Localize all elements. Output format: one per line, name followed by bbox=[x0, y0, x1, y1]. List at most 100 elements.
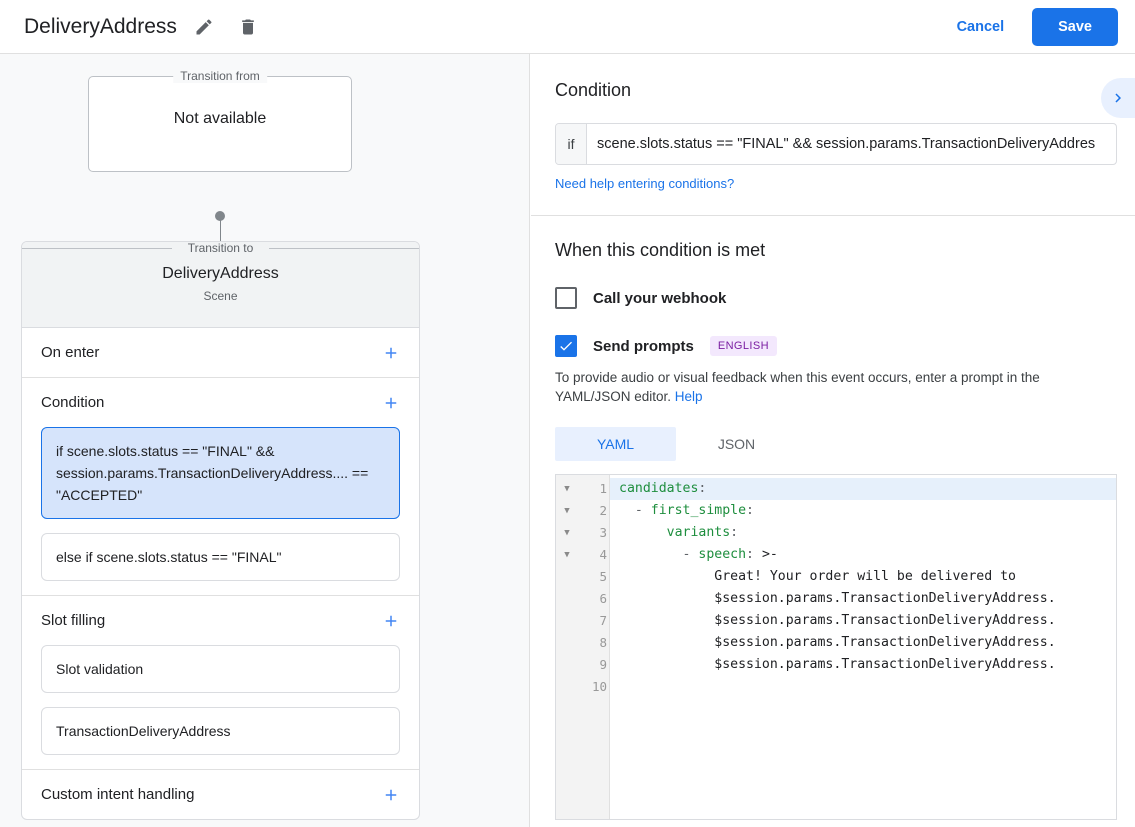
gutter-row: 6 bbox=[556, 588, 609, 610]
check-icon bbox=[560, 341, 572, 351]
trash-icon[interactable] bbox=[231, 10, 265, 44]
section-custom-intent-handling: Custom intent handling bbox=[22, 770, 419, 819]
pencil-icon[interactable] bbox=[187, 10, 221, 44]
transition-from-box: Transition from Not available bbox=[88, 69, 352, 172]
condition-heading: Condition bbox=[555, 80, 632, 100]
gutter-row: 5 bbox=[556, 566, 609, 588]
tab-yaml[interactable]: YAML bbox=[555, 427, 676, 461]
transition-to-legend: Transition to bbox=[180, 242, 261, 255]
gutter-row: ▼1 bbox=[556, 478, 609, 500]
line-number: 8 bbox=[599, 635, 607, 650]
code-line: $session.params.TransactionDeliveryAddre… bbox=[714, 613, 1056, 628]
call-webhook-label: Call your webhook bbox=[593, 289, 727, 307]
line-number: 5 bbox=[599, 569, 607, 584]
gutter-row-empty bbox=[556, 698, 609, 720]
add-on-enter-button[interactable] bbox=[377, 339, 405, 367]
section-title-custom-intent: Custom intent handling bbox=[41, 786, 195, 803]
transition-to-box: Transition to DeliveryAddress Scene bbox=[22, 242, 419, 328]
add-condition-button[interactable] bbox=[377, 389, 405, 417]
condition-item-selected[interactable]: if scene.slots.status == "FINAL" && sess… bbox=[41, 427, 400, 519]
line-number: 7 bbox=[599, 613, 607, 628]
gutter-row: 8 bbox=[556, 632, 609, 654]
line-number: 9 bbox=[599, 657, 607, 672]
section-on-enter: On enter bbox=[22, 328, 419, 378]
condition-help-link[interactable]: Need help entering conditions? bbox=[555, 176, 735, 191]
section-title-slot-filling: Slot filling bbox=[41, 612, 106, 629]
code-line: candidates: bbox=[610, 478, 1116, 500]
transition-to-type: Scene bbox=[203, 289, 238, 303]
pencil-icon-glyph bbox=[196, 18, 212, 34]
condition-if-label: if bbox=[556, 124, 587, 164]
line-number: 2 bbox=[599, 503, 607, 518]
gutter-row-empty bbox=[556, 764, 609, 786]
right-panel: Condition if Need help entering conditio… bbox=[531, 54, 1135, 827]
gutter-row-empty bbox=[556, 720, 609, 742]
cancel-button[interactable]: Cancel bbox=[945, 10, 1017, 44]
call-webhook-checkbox[interactable] bbox=[555, 287, 577, 309]
plus-icon bbox=[385, 397, 397, 408]
gutter-row-empty bbox=[556, 808, 609, 819]
fold-arrow-icon[interactable]: ▼ bbox=[564, 550, 570, 560]
legend-rule-right bbox=[269, 248, 419, 249]
section-header: Custom intent handling bbox=[22, 770, 419, 819]
when-condition-met-section: When this condition is met Call your web… bbox=[531, 216, 1135, 820]
app-header: DeliveryAddress Cancel Save bbox=[0, 0, 1135, 54]
transition-from-value: Not available bbox=[173, 110, 267, 127]
fold-arrow-icon[interactable]: ▼ bbox=[564, 528, 570, 538]
section-condition: Condition if scene.slots.status == "FINA… bbox=[22, 378, 419, 596]
add-custom-intent-button[interactable] bbox=[377, 781, 405, 809]
condition-item[interactable]: else if scene.slots.status == "FINAL" bbox=[41, 533, 400, 581]
gutter-row: ▼2 bbox=[556, 500, 609, 522]
webhook-row: Call your webhook bbox=[555, 287, 1135, 309]
section-header: Condition bbox=[22, 378, 419, 427]
condition-section: Condition if Need help entering conditio… bbox=[531, 54, 1135, 216]
scene-card: Transition to DeliveryAddress Scene On e… bbox=[21, 241, 420, 820]
left-panel: Transition from Not available Transition… bbox=[0, 54, 530, 827]
save-button[interactable]: Save bbox=[1032, 7, 1118, 46]
line-number: 3 bbox=[599, 525, 607, 540]
code-line: Great! Your order will be delivered to bbox=[714, 569, 1016, 584]
tab-json[interactable]: JSON bbox=[717, 436, 756, 452]
code-line: - speech: >- bbox=[619, 547, 778, 562]
send-prompts-checkbox[interactable] bbox=[555, 335, 577, 357]
gutter-row: 7 bbox=[556, 610, 609, 632]
section-header: Slot filling bbox=[22, 596, 419, 645]
code-line bbox=[610, 676, 1116, 698]
plus-icon bbox=[385, 615, 397, 626]
language-badge: ENGLISH bbox=[709, 336, 777, 356]
code-line: $session.params.TransactionDeliveryAddre… bbox=[714, 635, 1056, 650]
transition-to-name: DeliveryAddress bbox=[162, 265, 279, 282]
send-prompts-row: Send prompts ENGLISH bbox=[555, 335, 1135, 357]
slot-validation-item[interactable]: Slot validation bbox=[41, 645, 400, 693]
condition-field[interactable]: if bbox=[555, 123, 1117, 165]
section-header: On enter bbox=[22, 328, 419, 377]
gutter-row: ▼3 bbox=[556, 522, 609, 544]
section-slot-filling: Slot filling Slot validation Transaction… bbox=[22, 596, 419, 770]
fold-arrow-icon[interactable]: ▼ bbox=[564, 506, 570, 516]
when-condition-met-heading: When this condition is met bbox=[555, 240, 766, 260]
editor-code-area[interactable]: candidates: - first_simple: variants: - … bbox=[610, 475, 1116, 819]
send-prompts-label: Send prompts bbox=[593, 337, 694, 355]
header-actions: Cancel Save bbox=[945, 7, 1118, 46]
legend-rule-left bbox=[22, 248, 172, 249]
page-title: DeliveryAddress bbox=[24, 14, 177, 38]
gutter-row: ▼4 bbox=[556, 544, 609, 566]
gutter-row-empty bbox=[556, 742, 609, 764]
add-slot-filling-button[interactable] bbox=[377, 607, 405, 635]
prompts-description-text: To provide audio or visual feedback when… bbox=[555, 370, 1040, 404]
condition-input[interactable] bbox=[587, 124, 1116, 164]
line-number: 1 bbox=[599, 481, 607, 496]
prompts-help-link[interactable]: Help bbox=[674, 389, 703, 404]
line-number: 4 bbox=[599, 547, 607, 562]
trash-icon-glyph bbox=[242, 19, 254, 34]
line-number: 6 bbox=[599, 591, 607, 606]
section-title-on-enter: On enter bbox=[41, 344, 100, 361]
chevron-right-icon bbox=[1115, 93, 1121, 103]
slot-item-transaction-delivery-address[interactable]: TransactionDeliveryAddress bbox=[41, 707, 400, 755]
fold-arrow-icon[interactable]: ▼ bbox=[564, 484, 570, 494]
transition-from-legend: Transition from bbox=[173, 69, 267, 83]
prompts-description: To provide audio or visual feedback when… bbox=[555, 368, 1111, 406]
expand-panel-button[interactable] bbox=[1101, 78, 1135, 118]
code-line: variants: bbox=[666, 525, 739, 540]
